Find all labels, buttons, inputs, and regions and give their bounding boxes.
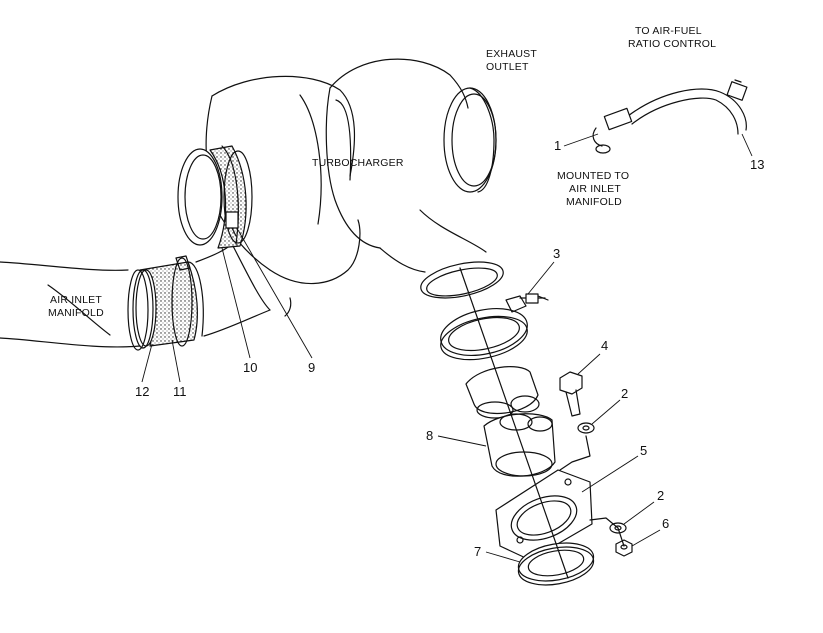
callout-7: 7 xyxy=(474,544,521,563)
callout-13: 13 xyxy=(741,133,764,172)
air-inlet-line1: AIR INLET xyxy=(50,294,102,306)
mounted-to-line1: MOUNTED TO xyxy=(557,170,629,182)
label-mounted-to: MOUNTED TO AIR INLET MANIFOLD xyxy=(557,170,629,208)
exhaust-outlet-line2: OUTLET xyxy=(486,61,529,73)
callout-2-lower-number: 2 xyxy=(657,488,664,503)
callout-6-number: 6 xyxy=(662,516,669,531)
callout-2-upper-number: 2 xyxy=(621,386,628,401)
callout-10-number: 10 xyxy=(243,360,257,375)
hose-clamp-11 xyxy=(171,255,193,347)
callout-5-number: 5 xyxy=(640,443,647,458)
callout-1: 1 xyxy=(554,133,599,153)
outlet-flange xyxy=(495,469,593,561)
label-turbocharger: TURBOCHARGER xyxy=(312,157,404,169)
callout-9-number: 9 xyxy=(308,360,315,375)
air-inlet-line2: MANIFOLD xyxy=(48,307,104,319)
callout-10: 10 xyxy=(221,247,257,375)
callout-12: 12 xyxy=(135,343,153,399)
callout-2-upper: 2 xyxy=(591,386,628,425)
callout-6: 6 xyxy=(631,516,669,547)
callout-8-number: 8 xyxy=(426,428,433,443)
air-inlet-manifold-pipe xyxy=(0,261,141,348)
seal-ring xyxy=(517,542,595,586)
label-exhaust-outlet: EXHAUST OUTLET xyxy=(486,48,537,73)
callout-8: 8 xyxy=(426,428,487,447)
washer-upper xyxy=(577,422,595,434)
to-air-fuel-line1: TO AIR-FUEL xyxy=(635,25,702,37)
turbine-housing xyxy=(325,58,497,273)
callout-11: 11 xyxy=(171,339,187,399)
callout-9: 9 xyxy=(237,229,315,375)
bolt-axis-line xyxy=(559,435,591,471)
to-air-fuel-line2: RATIO CONTROL xyxy=(628,38,716,50)
mounted-to-line2: AIR INLET xyxy=(569,183,621,195)
tube-adapter xyxy=(483,413,556,477)
air-fuel-tube xyxy=(592,79,748,154)
callout-4-number: 4 xyxy=(601,338,608,353)
callout-12-number: 12 xyxy=(135,384,149,399)
label-to-air-fuel: TO AIR-FUEL RATIO CONTROL xyxy=(628,25,716,50)
stud-axis-line xyxy=(589,517,625,547)
label-air-inlet-manifold: AIR INLET MANIFOLD xyxy=(48,294,104,319)
callout-2-lower: 2 xyxy=(623,488,664,525)
assembly-axis-line xyxy=(459,267,569,579)
hose-clamp-12 xyxy=(127,269,154,351)
callout-1-number: 1 xyxy=(554,138,561,153)
callout-3: 3 xyxy=(527,246,560,295)
callout-7-number: 7 xyxy=(474,544,481,559)
callout-3-number: 3 xyxy=(553,246,560,261)
nut xyxy=(615,539,633,557)
callout-13-number: 13 xyxy=(750,157,764,172)
bolt xyxy=(559,371,583,417)
callout-4: 4 xyxy=(577,338,608,375)
mounted-to-line3: MANIFOLD xyxy=(566,196,622,208)
v-band-clamp xyxy=(440,293,549,361)
exhaust-outlet-line1: EXHAUST xyxy=(486,48,537,60)
turbine-outlet-flange xyxy=(420,261,504,299)
adapter-spacer xyxy=(465,366,540,419)
callout-5: 5 xyxy=(581,443,647,493)
inlet-hose xyxy=(135,261,204,347)
compressor-inlet xyxy=(177,145,253,249)
callout-11-number: 11 xyxy=(173,384,187,399)
